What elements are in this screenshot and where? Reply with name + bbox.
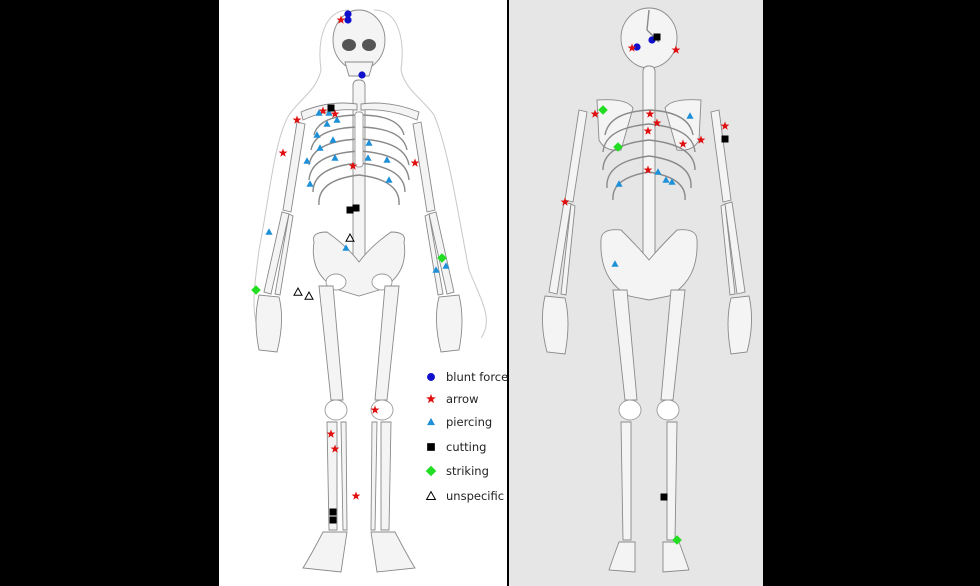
striking-injury-marker <box>251 285 261 295</box>
legend-label: piercing <box>446 415 493 429</box>
blunt-injury-marker <box>344 10 352 18</box>
cutting-injury-marker <box>653 33 661 41</box>
arrow-injury-marker <box>643 165 653 174</box>
piercing-injury-marker <box>333 116 341 123</box>
arrow-injury-marker <box>678 139 688 148</box>
piercing-injury-marker <box>615 180 623 187</box>
piercing-injury-marker <box>325 109 333 116</box>
piercing-injury-marker <box>432 266 440 273</box>
unspecific-injury-marker <box>345 232 355 242</box>
cutting-square-icon <box>420 438 442 456</box>
arrow-injury-marker <box>627 43 637 52</box>
arrow-injury-marker <box>696 135 706 144</box>
striking-injury-marker <box>425 465 437 477</box>
piercing-injury-marker <box>303 157 311 164</box>
piercing-injury-marker <box>442 262 450 269</box>
arrow-injury-marker <box>348 161 358 170</box>
unspecific-triangle-outline-icon <box>420 487 442 505</box>
piercing-injury-marker <box>306 180 314 187</box>
back-skeleton-figure <box>542 7 752 573</box>
piercing-injury-marker <box>342 244 350 251</box>
blunt-injury-marker <box>358 71 366 79</box>
arrow-injury-marker <box>351 491 361 500</box>
legend-item-piercing: piercing <box>420 413 492 431</box>
cutting-injury-marker <box>346 206 354 214</box>
arrow-injury-marker <box>330 109 340 118</box>
front-skeleton-figure <box>251 9 487 573</box>
arrow-injury-marker <box>336 15 346 24</box>
piercing-injury-marker <box>662 176 670 183</box>
legend-item-blunt-force: blunt force <box>420 368 508 386</box>
piercing-injury-marker <box>331 154 339 161</box>
piercing-injury-marker <box>365 139 373 146</box>
cutting-injury-marker <box>721 135 729 143</box>
piercing-triangle-icon <box>420 413 442 431</box>
arrow-injury-marker <box>370 405 380 414</box>
blunt-injury-marker <box>344 16 352 24</box>
legend-label: arrow <box>446 392 479 406</box>
piercing-injury-marker <box>654 168 662 175</box>
piercing-injury-marker <box>329 136 337 143</box>
piercing-injury-marker <box>323 120 331 127</box>
arrow-injury-marker <box>560 197 570 206</box>
unspecific-injury-marker <box>304 290 314 300</box>
arrow-injury-marker <box>671 45 681 54</box>
piercing-injury-marker <box>364 154 372 161</box>
piercing-injury-marker <box>313 131 321 138</box>
blunt-force-circle-icon <box>420 368 442 386</box>
arrow-injury-marker <box>318 106 328 115</box>
unspecific-injury-marker <box>293 286 303 296</box>
cutting-injury-marker <box>427 443 435 451</box>
piercing-injury-marker <box>385 176 393 183</box>
legend: blunt force arrow piercing cutting strik… <box>420 368 520 508</box>
striking-injury-marker <box>672 535 682 545</box>
arrow-injury-marker <box>590 109 600 118</box>
cutting-injury-marker <box>329 516 337 524</box>
arrow-injury-marker <box>645 109 655 118</box>
legend-item-cutting: cutting <box>420 438 486 456</box>
piercing-injury-marker <box>315 109 323 116</box>
arrow-injury-marker <box>652 118 662 127</box>
blunt-injury-marker <box>633 43 641 51</box>
piercing-injury-marker <box>265 228 273 235</box>
piercing-injury-marker <box>383 156 391 163</box>
piercing-injury-marker <box>427 417 435 426</box>
arrow-injury-marker <box>330 444 340 453</box>
legend-item-unspecific: unspecific <box>420 487 504 505</box>
arrow-injury-marker <box>278 148 288 157</box>
legend-item-striking: striking <box>420 462 489 480</box>
arrow-injury-marker <box>410 158 420 167</box>
cutting-injury-marker <box>329 508 337 516</box>
arrow-injury-marker <box>720 121 730 130</box>
arrow-star-icon <box>420 390 442 408</box>
back-view-panel <box>509 0 763 586</box>
piercing-injury-marker <box>316 144 324 151</box>
front-view-panel <box>219 0 507 586</box>
piercing-injury-marker <box>668 178 676 185</box>
piercing-injury-marker <box>686 112 694 119</box>
blunt-injury-marker <box>427 373 435 381</box>
striking-injury-marker <box>437 253 447 263</box>
legend-label: striking <box>446 464 489 478</box>
striking-diamond-icon <box>420 462 442 480</box>
front-injury-markers <box>251 10 450 524</box>
arrow-injury-marker <box>426 393 436 404</box>
legend-label: unspecific <box>446 489 505 503</box>
legend-label: blunt force <box>446 370 509 384</box>
piercing-injury-marker <box>611 260 619 267</box>
arrow-injury-marker <box>643 126 653 135</box>
arrow-injury-marker <box>326 429 336 438</box>
cutting-injury-marker <box>660 493 668 501</box>
legend-label: cutting <box>446 440 487 454</box>
unspecific-injury-marker <box>425 490 437 501</box>
legend-item-arrow: arrow <box>420 390 479 408</box>
cutting-injury-marker <box>327 104 335 112</box>
arrow-injury-marker <box>292 115 302 124</box>
cutting-injury-marker <box>352 204 360 212</box>
